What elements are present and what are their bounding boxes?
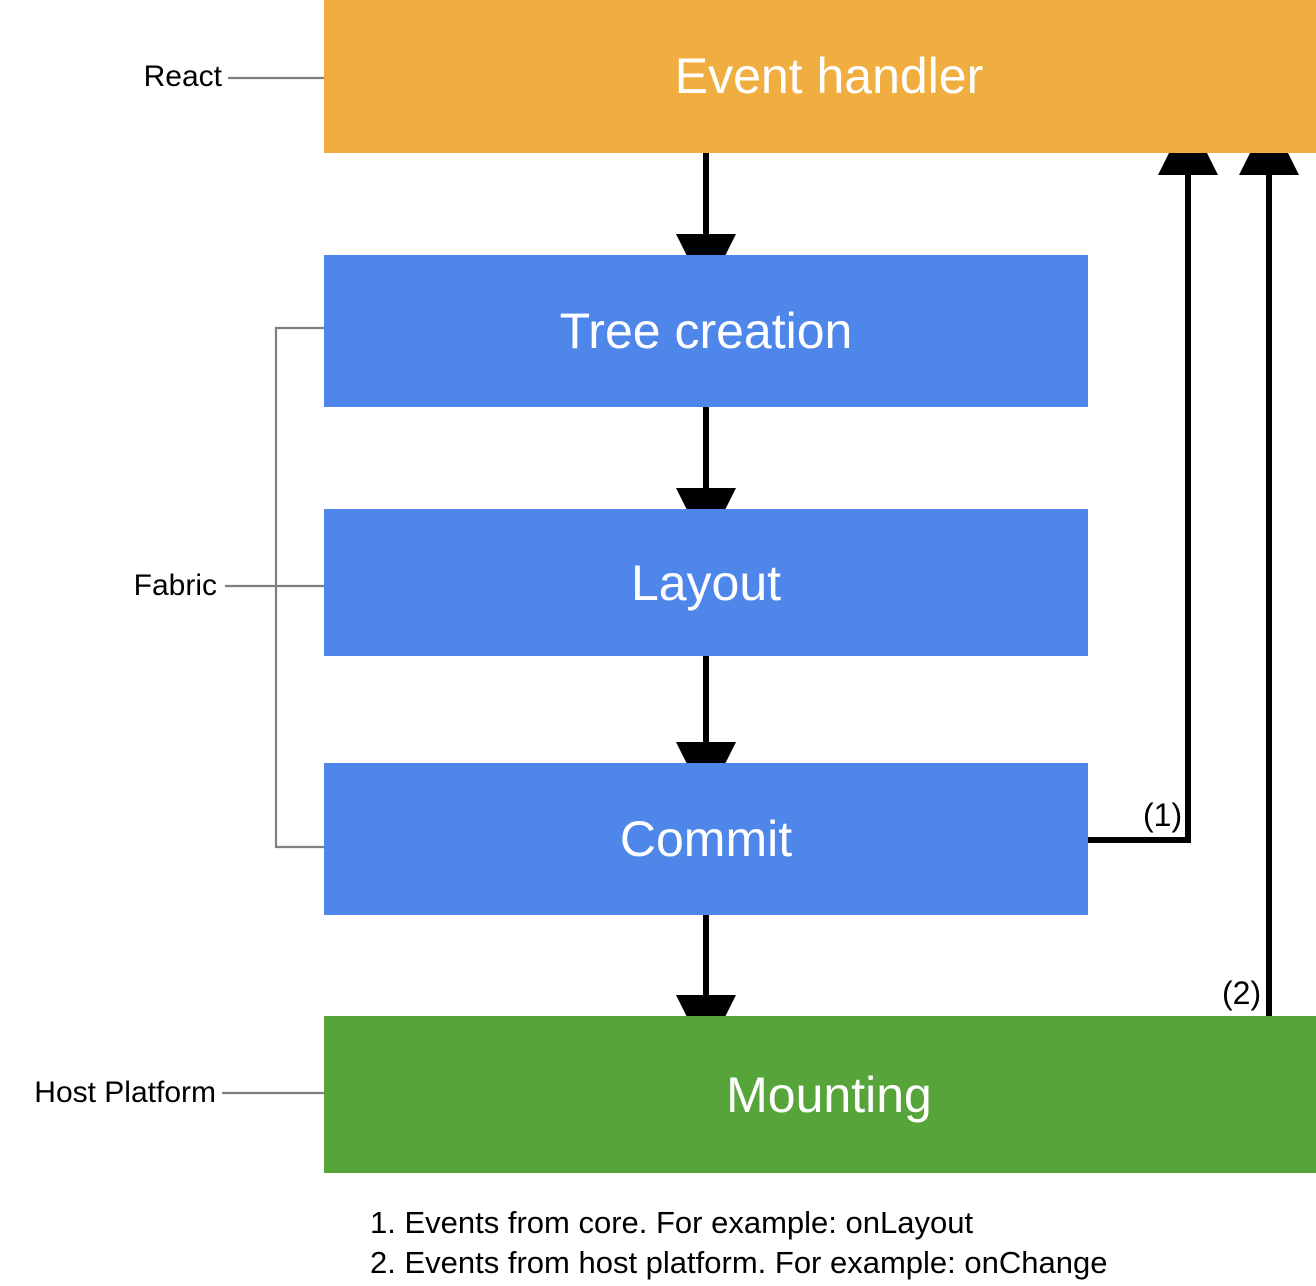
node-event-handler-label: Event handler	[674, 47, 984, 104]
node-mounting[interactable]: Mounting	[324, 1016, 1316, 1173]
footnote-2: 2. Events from host platform. For exampl…	[370, 1245, 1108, 1280]
node-mounting-label: Mounting	[726, 1066, 932, 1123]
node-commit-label: Commit	[619, 811, 793, 867]
footnotes: 1. Events from core. For example: onLayo…	[370, 1203, 1107, 1283]
node-event-handler[interactable]: Event handler	[324, 0, 1316, 153]
node-tree-creation-label: Tree creation	[559, 303, 853, 359]
feedback-marker-two: (2)	[1222, 975, 1262, 1011]
arrow-commit-to-event-handler-feedback	[1088, 115, 1218, 843]
footnote-1: 1. Events from core. For example: onLayo…	[370, 1205, 974, 1240]
fabric-bracket	[274, 326, 324, 849]
layer-label-host-platform: Host Platform	[34, 1076, 216, 1109]
node-tree-creation[interactable]: Tree creation	[324, 255, 1088, 407]
node-layout-label: Layout	[630, 554, 782, 611]
layer-label-react: React	[143, 60, 222, 93]
node-commit[interactable]: Commit	[324, 763, 1088, 915]
feedback-marker-one: (1)	[1143, 797, 1183, 833]
layer-label-fabric: Fabric	[133, 569, 217, 602]
node-layout[interactable]: Layout	[324, 509, 1088, 656]
